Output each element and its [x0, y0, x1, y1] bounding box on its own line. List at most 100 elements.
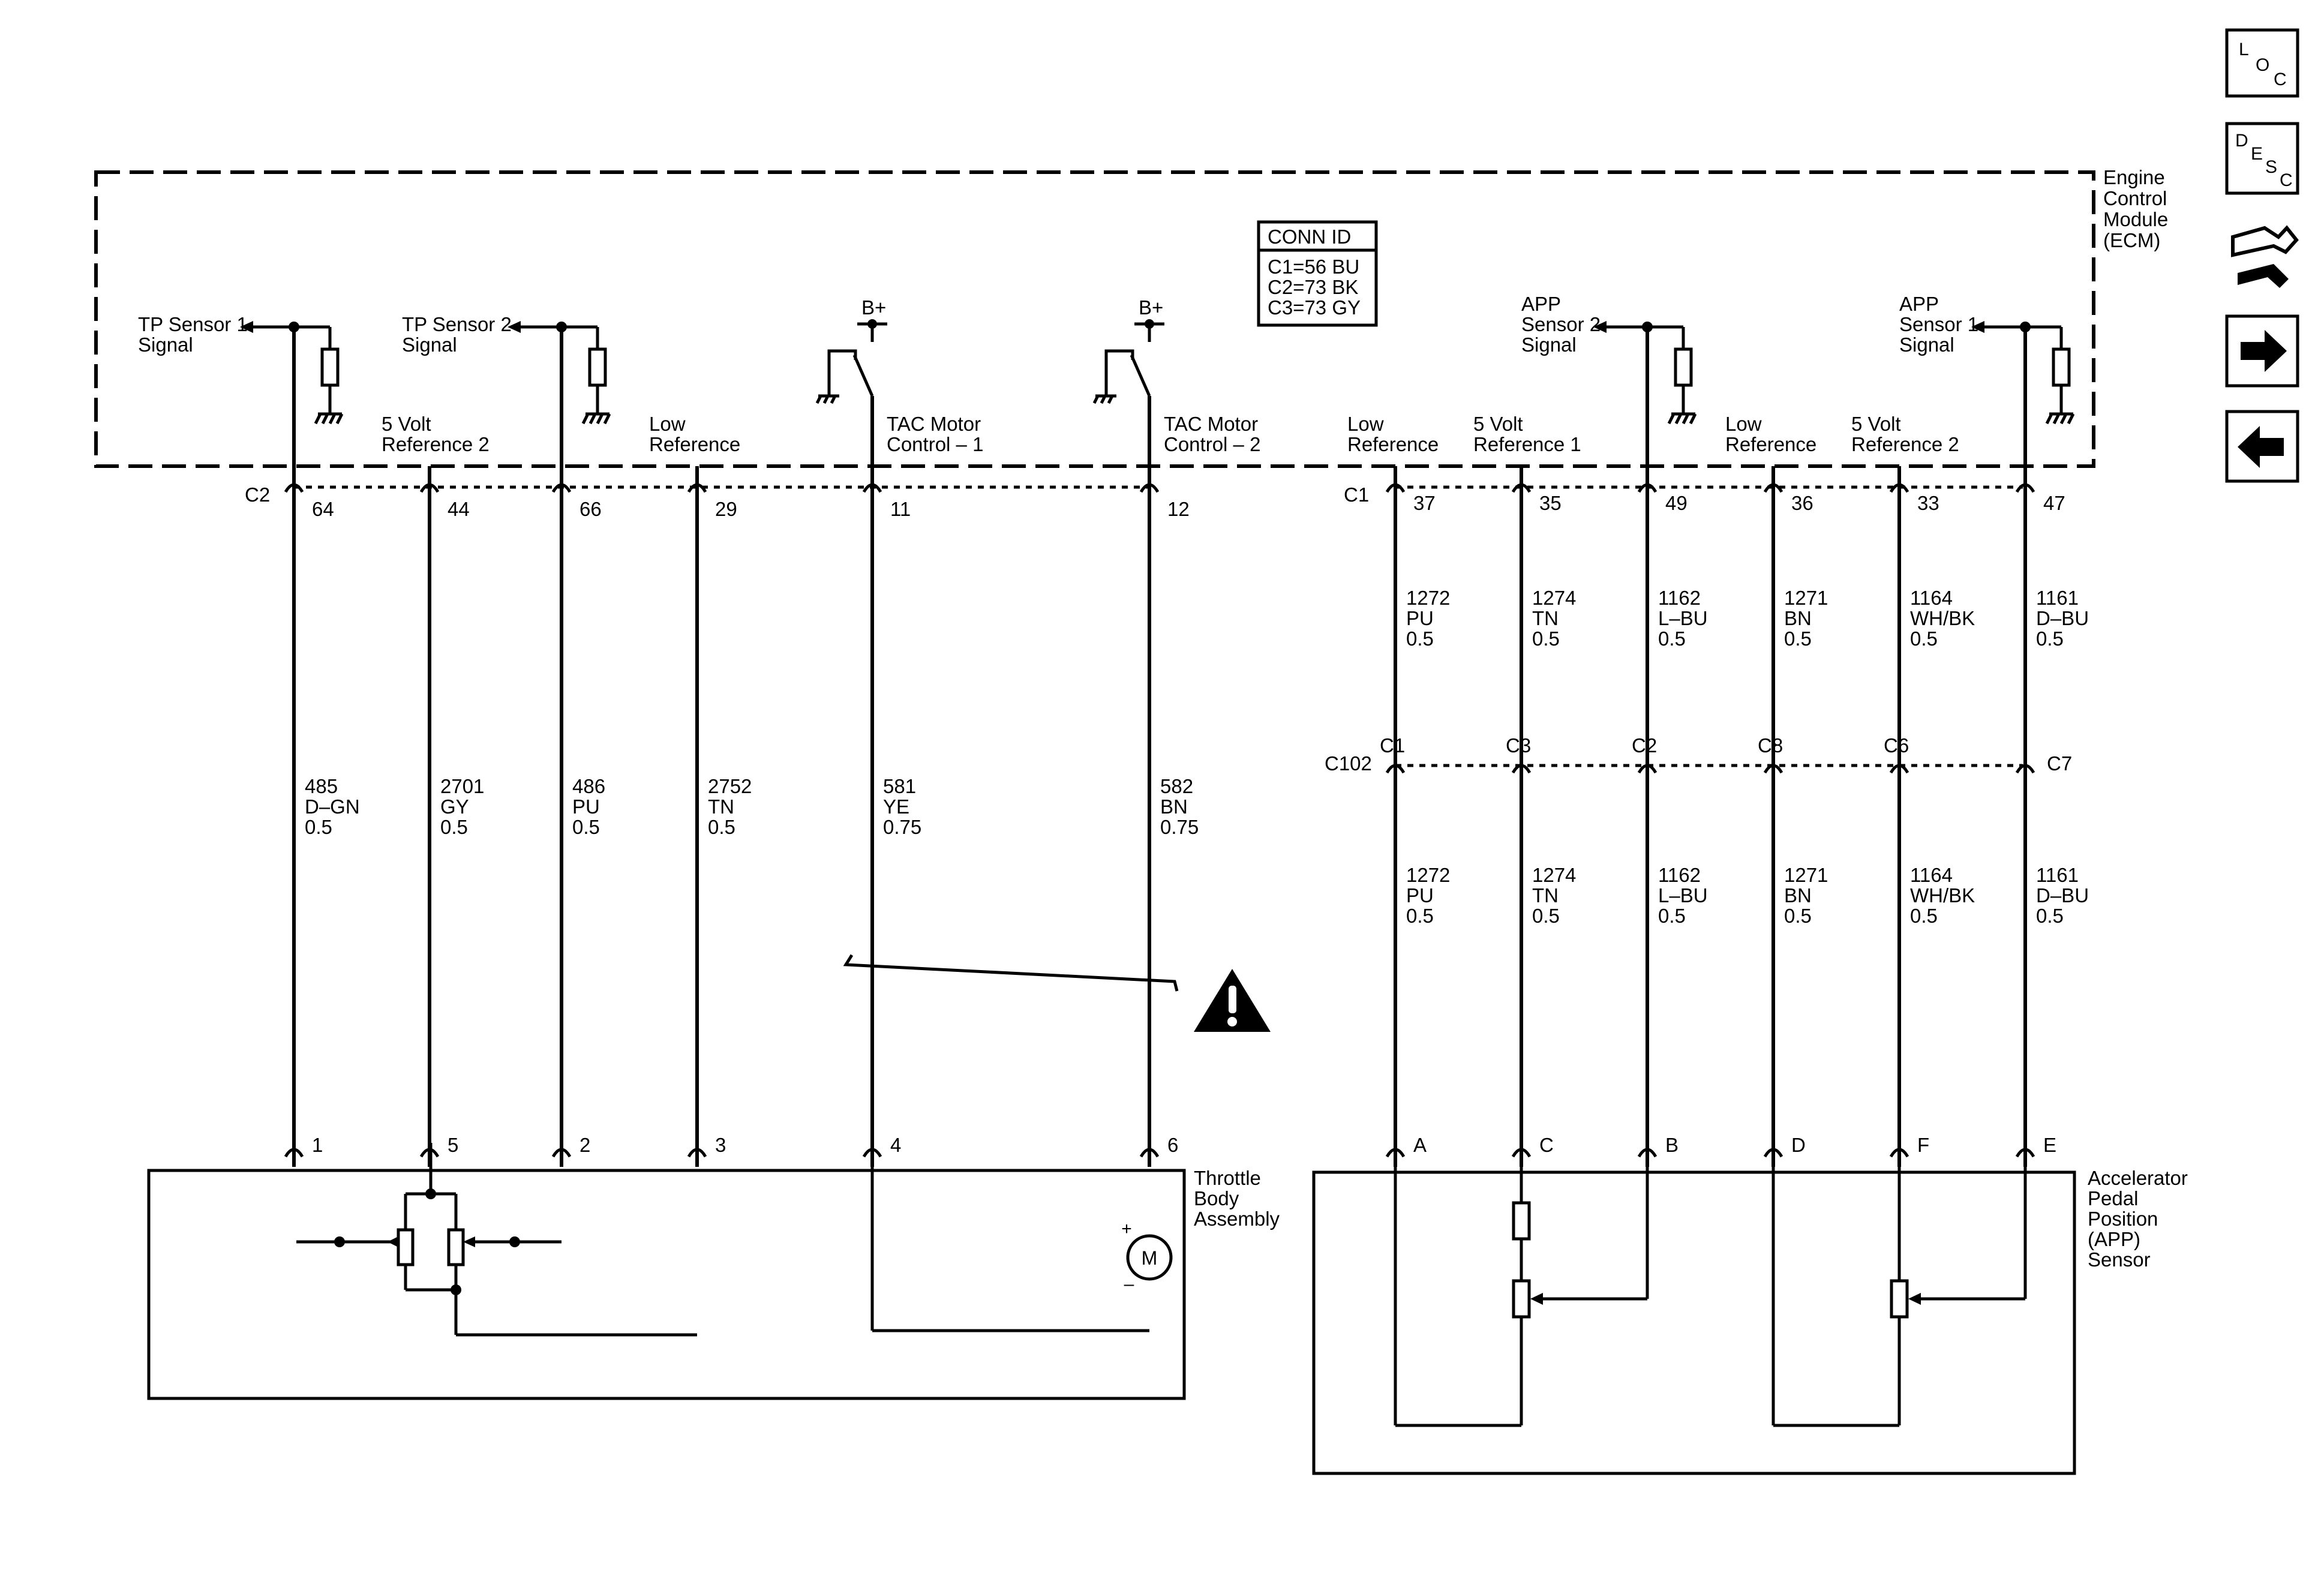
desc-letter: S: [2265, 157, 2277, 177]
desc-letter: E: [2251, 144, 2263, 164]
component-pin-number: 2: [580, 1134, 590, 1156]
pin-connector: [2015, 764, 2035, 774]
ecm-name: Engine Control Module (ECM): [2103, 166, 2173, 251]
conn-id-line: C2=73 BK: [1268, 276, 1358, 298]
conn-id-line: C3=73 GY: [1268, 296, 1361, 319]
motor-symbol: M: [1142, 1247, 1158, 1269]
connector-c1-label: C1: [1344, 484, 1369, 506]
pin-connector: [1385, 1148, 1406, 1158]
component-pin-number: 6: [1167, 1134, 1178, 1156]
tp-sensor-pair: [296, 1143, 697, 1337]
app-sensor-label: Accelerator Pedal Position (APP) Sensor: [2088, 1167, 2193, 1271]
motor-minus: –: [1124, 1274, 1134, 1294]
inline-pin-number: C8: [1758, 734, 1783, 757]
loc-letter: C: [2274, 70, 2287, 89]
pin-connector: [1889, 764, 1909, 774]
desc-letter: D: [2235, 131, 2248, 151]
tac-motor: M + –: [870, 1167, 1173, 1332]
component-pin-number: A: [1413, 1134, 1427, 1156]
pin-connector: [862, 483, 882, 493]
app-sensor-box: [1312, 1170, 2076, 1475]
ecm-pin-number: 44: [448, 498, 470, 520]
pin-connector: [1637, 483, 1658, 493]
location-button[interactable]: L O C: [2225, 28, 2299, 98]
pin-connector: [419, 1148, 440, 1158]
b-plus-label: B+: [861, 296, 886, 319]
ecm-pin-number: 12: [1167, 498, 1190, 520]
pin-connector: [2015, 483, 2035, 493]
b-plus-label: B+: [1139, 296, 1163, 319]
component-pin-number: D: [1791, 1134, 1806, 1156]
loc-letter: O: [2256, 55, 2269, 75]
ecm-pin-number: 35: [1539, 492, 1562, 514]
component-pin-number: 1: [312, 1134, 323, 1156]
inline-pin-number: C1: [1380, 734, 1405, 757]
pin-connector: [687, 1148, 707, 1158]
pin-connector: [1763, 764, 1783, 774]
component-pin-number: 3: [715, 1134, 726, 1156]
description-button[interactable]: D E S C: [2225, 122, 2299, 195]
component-pin-number: 5: [448, 1134, 458, 1156]
ecm-boundary: [94, 170, 2095, 468]
pin-connector: [2015, 1148, 2035, 1158]
pin-connector: [1385, 764, 1406, 774]
app-sensor-internals: [1394, 1167, 2027, 1427]
connector-tool-icon[interactable]: [2231, 225, 2299, 288]
pin-connector: [551, 1148, 572, 1158]
ecm-pin-number: 29: [715, 498, 737, 520]
ecm-pin-number: 49: [1665, 492, 1688, 514]
inline-pin-number: C7: [2047, 752, 2072, 775]
arrow-left-icon[interactable]: [2225, 410, 2299, 483]
ecm-pin-number: 33: [1917, 492, 1939, 514]
pin-connector: [284, 483, 304, 493]
arrow-right-icon[interactable]: [2225, 314, 2299, 388]
pin-connector: [551, 483, 572, 493]
pin-connector: [1637, 764, 1658, 774]
pin-connector: [862, 1148, 882, 1158]
pin-connector: [1511, 1148, 1532, 1158]
conn-id-title: CONN ID: [1268, 226, 1351, 248]
inline-pin-number: C6: [1884, 734, 1909, 757]
component-pin-number: F: [1917, 1134, 1929, 1156]
ecm-pin-number: 11: [890, 498, 911, 520]
pin-connector: [687, 483, 707, 493]
pin-connector: [1511, 764, 1532, 774]
pin-connector: [1889, 483, 1909, 493]
desc-letter: C: [2280, 170, 2293, 190]
sidebar: L O C D E S C: [2225, 28, 2299, 483]
ecm-pin-number: 36: [1791, 492, 1813, 514]
connector-c102-label: C102: [1325, 752, 1372, 775]
pin-connector: [1763, 483, 1783, 493]
inline-pin-number: C3: [1506, 734, 1531, 757]
inline-pin-number: C2: [1632, 734, 1657, 757]
component-pin-number: 4: [890, 1134, 901, 1156]
throttle-body-box: [147, 1169, 1186, 1400]
